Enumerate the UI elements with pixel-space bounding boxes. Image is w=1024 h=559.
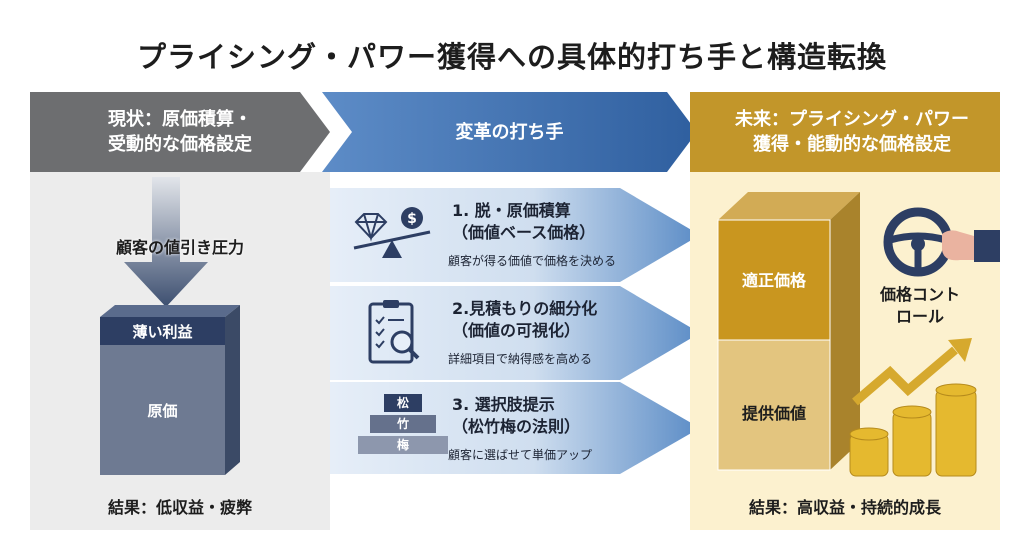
down-arrow-box-illustration xyxy=(100,177,240,475)
down-arrow-icon xyxy=(124,177,208,307)
discount-pressure-label: 顧客の値引き圧力 xyxy=(115,238,244,257)
action-description: 詳細項目で納得感を高める xyxy=(448,352,593,366)
current-result: 結果：低収益・疲弊 xyxy=(107,498,252,517)
label-line: 価格コント xyxy=(879,285,960,304)
thin-profit-label: 薄い利益 xyxy=(132,323,193,341)
actions-header: 変革の打ち手 xyxy=(322,92,697,172)
future-state-header: 未来：プライシング・パワー獲得・能動的な価格設定 xyxy=(690,92,1000,172)
header-line: 未来：プライシング・パワー xyxy=(735,109,969,130)
tier-stack-icon: 松 竹 梅 xyxy=(348,394,448,464)
growth-arrow-icon xyxy=(852,346,958,406)
header-line: 獲得・能動的な価格設定 xyxy=(753,134,951,155)
header-line: 現状：原価積算・ xyxy=(108,109,252,130)
scale-diamond-dollar-icon: $ xyxy=(353,207,431,258)
svg-text:$: $ xyxy=(407,211,417,227)
page-title: プライシング・パワー獲得への具体的打ち手と構造転換 xyxy=(136,40,887,74)
hand-icon xyxy=(942,230,974,261)
future-state-panel: 適正価格 提供価値 価格コントロール 結果：高収益・持続的成長 xyxy=(690,172,1000,530)
action-item-1: $ 1. 脱・原価積算 （価値ベース価格） 顧客が得る価値で価格を決める xyxy=(330,188,700,282)
value-provided-label: 提供価値 xyxy=(741,404,806,423)
fair-price-label: 適正価格 xyxy=(741,271,806,290)
action-subtitle: （価値の可視化） xyxy=(452,321,581,340)
action-subtitle: （価値ベース価格） xyxy=(452,223,596,242)
action-item-3: 松 竹 梅 3. 選択肢提示 （松竹梅の法則） 顧客に選ばせて単価アップ xyxy=(330,382,700,474)
tier-matsu: 松 xyxy=(384,394,422,412)
tier-ume: 梅 xyxy=(358,436,448,454)
cost-label: 原価 xyxy=(147,402,178,420)
action-item-2: 2.見積もりの細分化 （価値の可視化） 詳細項目で納得感を高める xyxy=(330,286,700,380)
action-title: 3. 選択肢提示 xyxy=(452,395,555,414)
action-title: 2.見積もりの細分化 xyxy=(452,299,598,318)
header-line: 受動的な価格設定 xyxy=(108,134,252,155)
current-state-header: 現状：原価積算・受動的な価格設定 xyxy=(30,92,330,172)
action-description: 顧客に選ばせて単価アップ xyxy=(448,448,593,462)
header-label: 変革の打ち手 xyxy=(455,121,564,143)
tier-take: 竹 xyxy=(370,415,436,433)
value-price-illustration xyxy=(717,192,1000,477)
future-result: 結果：高収益・持続的成長 xyxy=(748,498,941,517)
label-line: ロール xyxy=(895,307,944,326)
action-title: 1. 脱・原価積算 xyxy=(452,201,571,220)
current-state-panel: 顧客の値引き圧力 薄い利益 原価 結果：低収益・疲弊 xyxy=(30,172,330,530)
steering-wheel-icon xyxy=(883,207,953,277)
action-subtitle: （松竹梅の法則） xyxy=(452,417,581,436)
clipboard-magnifier-icon xyxy=(368,300,420,364)
price-control-label: 価格コントロール xyxy=(870,284,970,328)
action-description: 顧客が得る価値で価格を決める xyxy=(448,254,617,268)
coin-stacks-icon xyxy=(849,383,977,477)
